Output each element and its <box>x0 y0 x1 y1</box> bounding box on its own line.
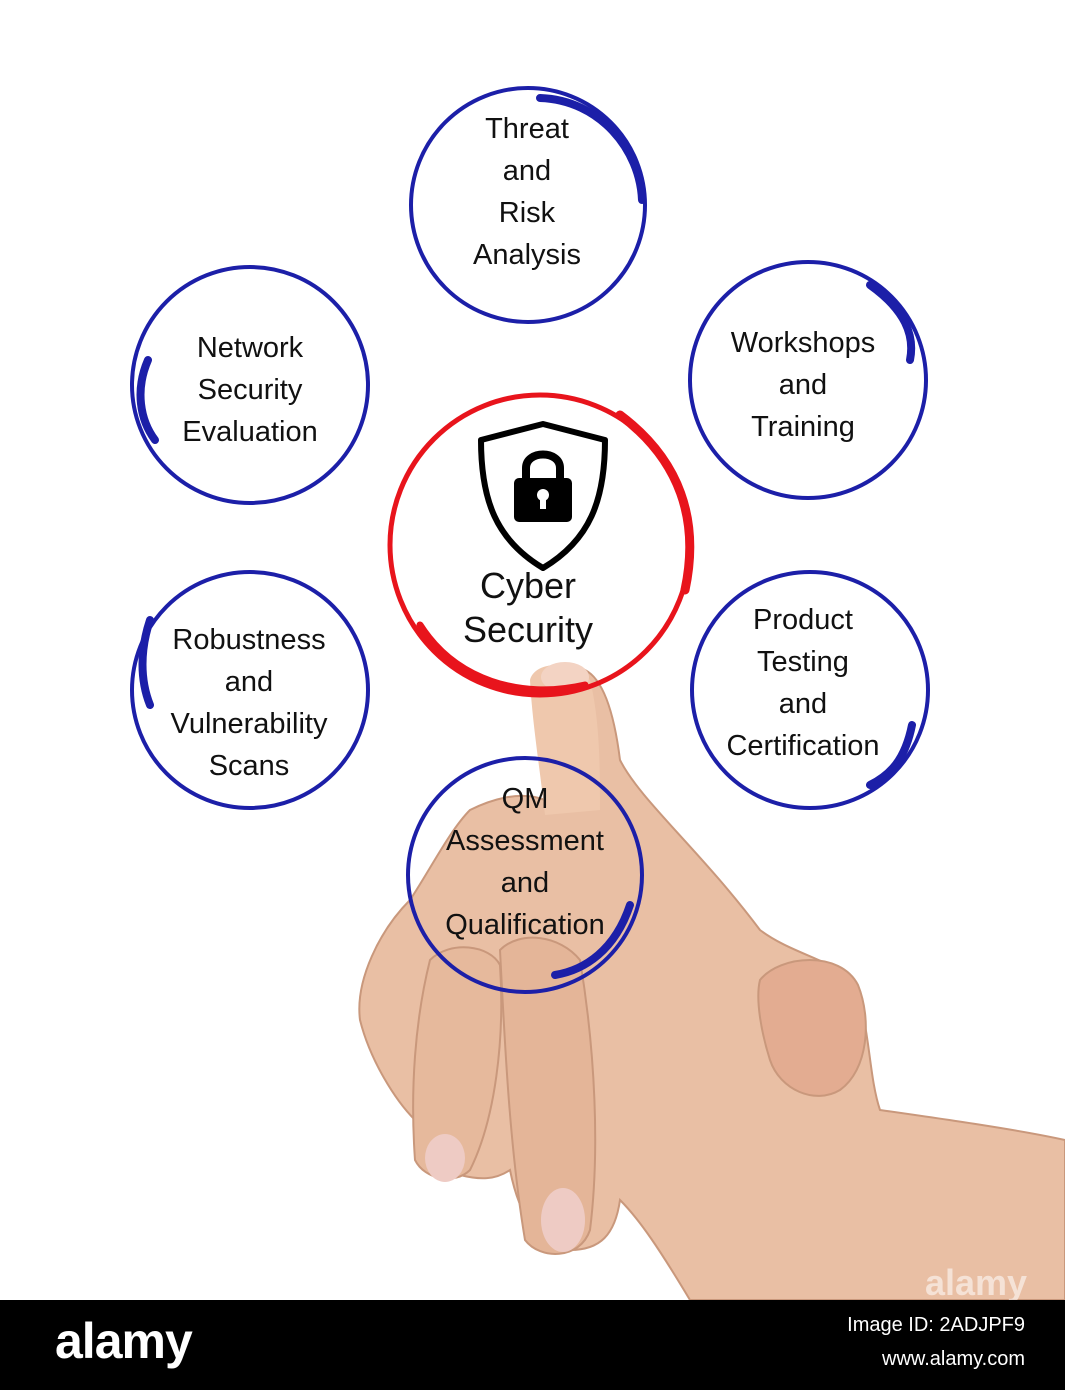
node-product-line-2: Testing <box>757 646 849 678</box>
node-workshops: Workshops and Training <box>731 322 876 448</box>
hand-image <box>358 662 1065 1300</box>
node-robustness: Robustness and Vulnerability Scans <box>171 619 328 787</box>
site-url: www.alamy.com <box>882 1348 1025 1370</box>
node-network-line-3: Evaluation <box>182 416 318 448</box>
node-network-line-1: Network <box>196 332 304 364</box>
node-qm: QM Assessment and Qualification <box>445 778 605 946</box>
node-qm-line-4: Qualification <box>445 909 605 941</box>
center-line-1: Cyber <box>479 565 577 606</box>
node-product-line-3: and <box>778 688 828 720</box>
node-product: Product Testing and Certification <box>726 599 879 767</box>
node-network-line-2: Security <box>197 374 303 406</box>
shield-lock-icon <box>478 421 608 571</box>
finger-middle <box>498 936 597 1255</box>
node-product-line-4: Certification <box>726 730 880 762</box>
diagram-canvas: Cyber Security Threat and Risk Analysis … <box>130 86 1065 1300</box>
node-robustness-line-1: Robustness <box>172 624 326 656</box>
center-line-2: Security <box>462 609 594 650</box>
stock-footer: alamy Image ID: 2ADJPF9 www.alamy.com <box>0 1300 1065 1390</box>
node-network: Network Security Evaluation <box>182 327 317 453</box>
watermark: alamy <box>925 1262 1028 1303</box>
node-threat: Threat and Risk Analysis <box>473 108 581 276</box>
node-robustness-line-4: Scans <box>208 750 290 782</box>
node-qm-line-1: QM <box>501 783 549 815</box>
thumb <box>757 959 867 1097</box>
node-threat-line-3: Risk <box>498 197 556 229</box>
center-label: Cyber Security <box>463 564 593 652</box>
brand-logo: alamy <box>55 1313 193 1369</box>
node-workshops-line-1: Workshops <box>730 327 876 359</box>
ring-network <box>130 265 370 505</box>
node-qm-line-3: and <box>500 867 550 899</box>
ring-threat <box>409 86 647 324</box>
ring-workshops <box>688 260 928 500</box>
fingernail-middle <box>541 1188 585 1252</box>
fingernail-ring <box>425 1134 465 1182</box>
node-robustness-line-3: Vulnerability <box>170 708 328 740</box>
ring-product <box>690 570 930 810</box>
finger-index <box>530 665 600 815</box>
node-workshops-line-2: and <box>778 369 828 401</box>
node-threat-line-2: and <box>502 155 552 187</box>
diagram-graphics <box>130 86 1065 1300</box>
finger-ring <box>412 946 503 1180</box>
node-robustness-line-2: and <box>224 666 274 698</box>
node-product-line-1: Product <box>753 604 853 636</box>
node-workshops-line-3: Training <box>751 411 855 443</box>
ring-qm <box>406 756 644 994</box>
node-qm-line-2: Assessment <box>446 825 604 857</box>
image-id: Image ID: 2ADJPF9 <box>847 1314 1025 1336</box>
node-threat-line-4: Analysis <box>473 239 581 271</box>
ring-robustness <box>130 570 370 810</box>
center-ring <box>387 392 695 698</box>
node-threat-line-1: Threat <box>485 113 569 145</box>
